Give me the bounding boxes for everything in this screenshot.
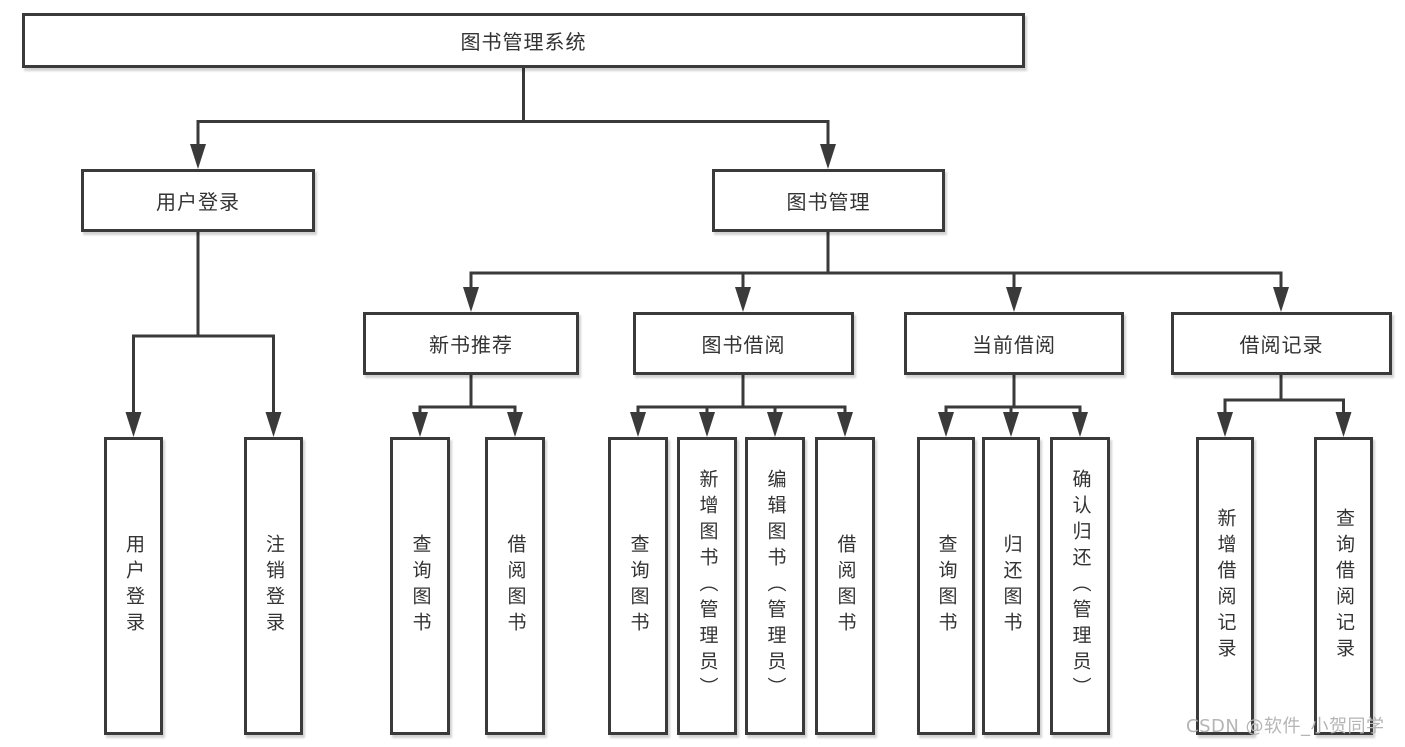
node-borrow-record: 借阅记录: [1171, 312, 1392, 375]
leaf-user-login-label: 用户登录: [123, 534, 145, 638]
node-book-management: 图书管理: [712, 169, 945, 232]
connector-borrowrecord-to-leaves: [1223, 375, 1345, 428]
leaf-return-book: 归还图书: [982, 437, 1040, 735]
node-current-borrow-label: 当前借阅: [972, 333, 1056, 357]
leaf-edit-book-admin-label: 编辑图书（管理员）: [764, 469, 787, 703]
node-book-management-label: 图书管理: [786, 190, 871, 214]
leaf-add-book-admin-label: 新增图书（管理员）: [696, 469, 719, 703]
node-root-library-system: 图书管理系统: [22, 13, 1025, 68]
node-book-borrow-label: 图书借阅: [701, 333, 786, 357]
leaf-query-book-recommend: 查询图书: [390, 437, 450, 735]
leaf-query-book-current: 查询图书: [917, 437, 975, 735]
leaf-add-book-admin: 新增图书（管理员）: [677, 437, 737, 735]
leaf-query-borrow-record-label: 查询借阅记录: [1333, 508, 1355, 664]
csdn-watermark: CSDN @软件_小贺同学: [1186, 716, 1385, 737]
connector-userlogin-to-leaves: [132, 232, 275, 428]
node-new-book-recommend-label: 新书推荐: [429, 333, 513, 357]
leaf-borrow-book-label: 借阅图书: [834, 534, 857, 638]
leaf-borrow-book-recommend: 借阅图书: [485, 437, 545, 735]
connector-newbookrec-to-leaves: [418, 375, 517, 428]
leaf-logout-label: 注销登录: [263, 534, 285, 638]
leaf-borrow-book-recommend-label: 借阅图书: [504, 534, 527, 638]
node-book-borrow: 图书借阅: [633, 312, 854, 375]
node-current-borrow: 当前借阅: [904, 312, 1124, 375]
leaf-query-borrow-record: 查询借阅记录: [1314, 437, 1373, 735]
connector-root-to-level2: [196, 68, 830, 160]
leaf-return-book-label: 归还图书: [1000, 534, 1023, 638]
leaf-query-book-borrow-label: 查询图书: [627, 534, 650, 638]
leaf-confirm-return-admin: 确认归还（管理员）: [1050, 437, 1110, 735]
leaf-add-borrow-record: 新增借阅记录: [1196, 437, 1254, 735]
connector-bookborrow-to-leaves: [636, 375, 847, 428]
leaf-query-book-borrow: 查询图书: [608, 437, 668, 735]
node-borrow-record-label: 借阅记录: [1239, 333, 1324, 357]
arrowheads: [125, 144, 1352, 437]
leaf-user-login: 用户登录: [104, 437, 163, 735]
leaf-add-borrow-record-label: 新增借阅记录: [1214, 508, 1237, 664]
leaf-logout: 注销登录: [244, 437, 303, 735]
node-new-book-recommend: 新书推荐: [363, 312, 579, 375]
leaf-confirm-return-admin-label: 确认归还（管理员）: [1069, 469, 1092, 703]
node-user-login-label: 用户登录: [156, 190, 240, 214]
connector-bookmgmt-to-level3: [469, 232, 1283, 303]
node-user-login: 用户登录: [81, 169, 315, 232]
leaf-borrow-book: 借阅图书: [815, 437, 875, 735]
leaf-edit-book-admin: 编辑图书（管理员）: [745, 437, 805, 735]
leaf-query-book-current-label: 查询图书: [935, 534, 958, 638]
leaf-query-book-recommend-label: 查询图书: [409, 534, 432, 638]
node-root-label: 图书管理系统: [460, 30, 587, 54]
